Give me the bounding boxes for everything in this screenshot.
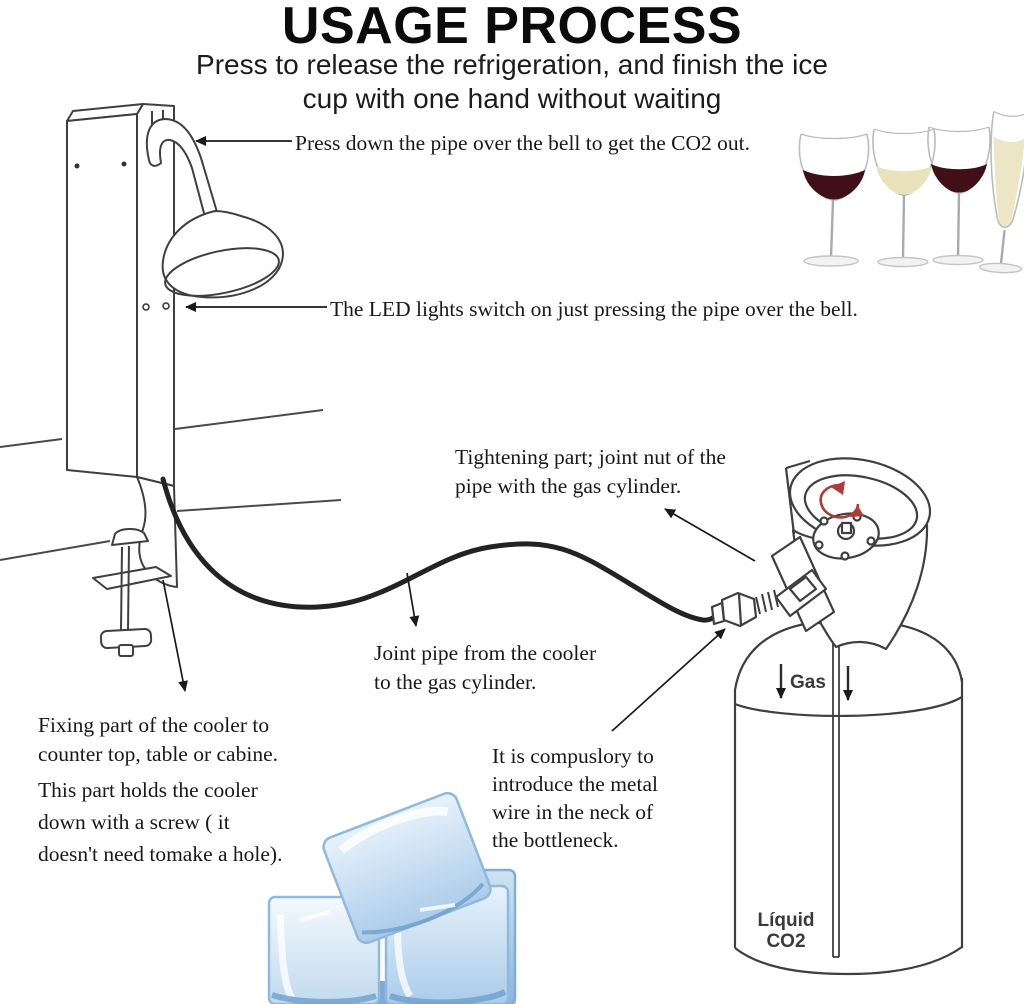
arrow-compulsory: [611, 628, 726, 732]
liquid-co2-label: Líquid CO2: [757, 910, 815, 952]
threads: [755, 589, 779, 615]
dip-tube: [832, 636, 840, 958]
led-light: [162, 302, 170, 310]
annotation-holds: This part holds the cooler down with a s…: [38, 778, 283, 866]
valve-flange: [812, 512, 880, 561]
wine-glasses: [798, 110, 1024, 274]
arrow-fixing: [162, 579, 188, 692]
led-light: [142, 303, 150, 311]
joint-nut-connector: [710, 535, 836, 633]
gas-pipe: [160, 476, 726, 623]
page-subtitle: Press to release the refrigeration, and …: [196, 49, 828, 114]
page-title: USAGE PROCESS: [281, 0, 743, 55]
glass-red-large: [798, 133, 870, 267]
annotation-fixing: Fixing part of the cooler to counter top…: [38, 713, 278, 766]
clamp-screw: [120, 545, 130, 631]
gas-label: Gas: [790, 672, 826, 693]
led-hole: [74, 163, 80, 169]
screw-handle-nub: [118, 644, 134, 657]
glass-white: [872, 128, 936, 268]
connector-body: [774, 568, 828, 618]
annotation-tightening: Tightening part; joint nut of the pipe w…: [455, 445, 726, 498]
liquid-level-line: [734, 696, 963, 717]
annotation-led: The LED lights switch on just pressing t…: [330, 297, 858, 321]
bell-head: [145, 118, 284, 299]
ice-cubes: [267, 791, 517, 1004]
annotation-press-down: Press down the pipe over the bell to get…: [295, 131, 751, 155]
annotation-joint-pipe: Joint pipe from the cooler to the gas cy…: [374, 641, 597, 694]
arrow-joint-pipe: [406, 572, 420, 627]
clamp-pad: [111, 528, 149, 546]
clamp-foot: [92, 566, 172, 590]
rotation-arrow: [819, 481, 864, 519]
table-lines: [0, 409, 342, 561]
glass-flute: [978, 110, 1024, 274]
arrow-tightening: [664, 508, 756, 562]
clamp: [92, 476, 178, 657]
gas-flow-arrows: [776, 664, 853, 701]
led-hole: [121, 161, 127, 167]
cooler-body: [66, 103, 175, 487]
glass-red: [927, 126, 991, 266]
cylinder-bottom: [734, 946, 963, 976]
annotation-compulsory: It is compuslory to introduce the metal …: [492, 744, 658, 852]
